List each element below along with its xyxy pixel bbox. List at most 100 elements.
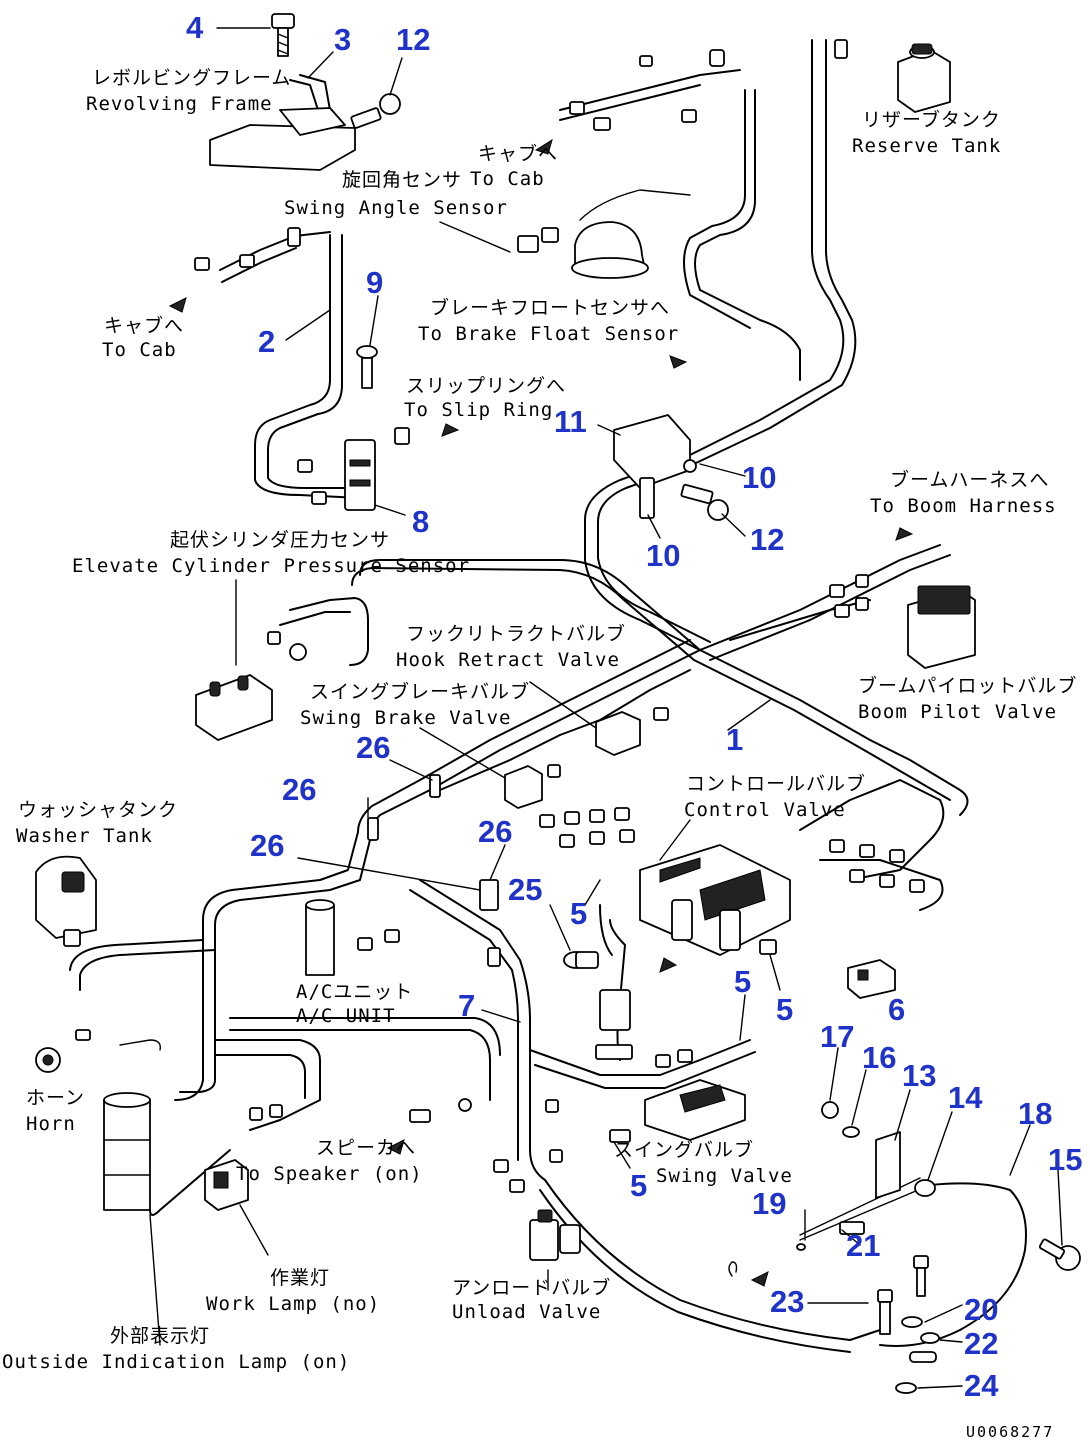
callout-24: 24	[964, 1368, 999, 1403]
clamp-8-part	[297, 427, 410, 511]
callout-20: 20	[964, 1292, 998, 1327]
horn-jp: ホーン	[26, 1087, 85, 1109]
callout-16: 16	[862, 1040, 896, 1075]
unload-valve-jp: アンロードバルブ	[452, 1276, 611, 1299]
bolt-12-part	[350, 93, 401, 129]
elevate-jp: 起伏シリンダ圧力センサ	[170, 529, 390, 551]
callout-11: 11	[554, 404, 587, 439]
callout-15: 15	[1048, 1142, 1082, 1177]
elevate-en: Elevate Cylinder Pressure Sensor	[72, 555, 470, 577]
text-labels: レボルビングフレーム Revolving Frame キャブへ To Cab リ…	[2, 67, 1077, 1441]
hook-retract-en: Hook Retract Valve	[396, 649, 620, 671]
work-lamp-part	[204, 1104, 283, 1211]
swing-brake-jp: スイングブレーキバルブ	[310, 680, 530, 703]
revolving-frame-en: Revolving Frame	[86, 93, 273, 115]
callout-8: 8	[412, 504, 429, 539]
callout-9: 9	[366, 265, 383, 300]
washer-tank-jp: ウォッシャタンク	[18, 799, 178, 821]
brake-float-en: To Brake Float Sensor	[418, 323, 679, 345]
callout-12-right: 12	[750, 522, 784, 557]
callout-21: 21	[846, 1228, 880, 1263]
clamps-26-part	[367, 774, 501, 967]
work-lamp-en: Work Lamp (no)	[206, 1293, 380, 1315]
callout-7: 7	[458, 988, 475, 1023]
drawing-code: U0068277	[966, 1423, 1054, 1441]
outside-lamp-en: Outside Indication Lamp (on)	[2, 1351, 350, 1373]
plug-25-part	[563, 951, 599, 969]
speaker-en: To Speaker (on)	[236, 1163, 423, 1185]
callout-26-d: 26	[250, 828, 284, 863]
callout-5-b: 5	[734, 964, 751, 999]
reserve-tank-jp: リザーブタンク	[862, 108, 1001, 131]
reserve-tank-en: Reserve Tank	[852, 135, 1001, 157]
callout-numbers: 4 3 12 2 9 8 11 10 12 10 1 26 26 26 26 2…	[186, 10, 1082, 1403]
control-valve-jp: コントロールバルブ	[686, 772, 866, 795]
hook-retract-jp: フックリトラクトバルブ	[406, 622, 626, 645]
outside-lamp-jp: 外部表示灯	[110, 1325, 210, 1347]
swing-angle-sensor-part	[517, 221, 649, 279]
speaker-jp: スピーカへ	[316, 1137, 416, 1159]
unload-valve-part	[493, 1099, 581, 1261]
callout-5-c: 5	[776, 992, 793, 1027]
callout-19: 19	[752, 1186, 786, 1221]
swing-angle-en: Swing Angle Sensor	[284, 197, 508, 219]
bracket-11-part	[613, 414, 691, 519]
boom-harness-jp: ブームハーネスへ	[890, 468, 1049, 491]
to-cab-top-jp: キャブへ	[478, 142, 558, 165]
swing-brake-valve-part	[504, 764, 561, 809]
callout-10-lower: 10	[646, 538, 680, 573]
ac-unit-en: A/C UNIT	[296, 1005, 396, 1027]
slip-ring-en: To Slip Ring	[404, 399, 553, 421]
speaker-connector-part	[409, 1098, 472, 1123]
callout-4: 4	[186, 10, 204, 45]
callout-3: 3	[334, 22, 351, 57]
bolt-4-part	[271, 13, 295, 57]
revolving-frame-jp: レボルビングフレーム	[92, 67, 291, 89]
boom-pilot-en: Boom Pilot Valve	[858, 701, 1057, 723]
washer-tank-part	[35, 855, 97, 947]
boom-harness-en: To Boom Harness	[870, 495, 1057, 517]
ac-unit-jp: A/Cユニット	[296, 981, 413, 1003]
work-lamp-jp: 作業灯	[270, 1267, 330, 1289]
swing-angle-jp: 旋回角センサ	[342, 169, 462, 191]
control-valve-part	[539, 807, 925, 956]
arrows	[168, 138, 914, 1287]
slip-ring-jp: スリップリングへ	[406, 375, 566, 397]
callout-5-a: 5	[570, 896, 587, 931]
boom-pilot-jp: ブームパイロットバルブ	[858, 674, 1077, 697]
callout-26-a: 26	[356, 730, 390, 765]
callout-18: 18	[1018, 1096, 1052, 1131]
clamp-7-part	[595, 989, 633, 1060]
callout-5-d: 5	[630, 1168, 647, 1203]
boom-pilot-valve-part	[829, 574, 976, 669]
callout-25: 25	[508, 872, 542, 907]
cab-connectors	[194, 39, 848, 271]
horn-part	[35, 1029, 161, 1073]
callout-26-c: 26	[478, 814, 512, 849]
callout-6: 6	[888, 992, 905, 1027]
brake-float-jp: ブレーキフロートセンサへ	[430, 296, 670, 319]
callout-17: 17	[820, 1019, 854, 1054]
to-cab-top-en: To Cab	[470, 168, 545, 190]
swing-brake-en: Swing Brake Valve	[300, 707, 511, 729]
outside-lamp-part	[103, 1092, 151, 1211]
callout-23: 23	[770, 1284, 804, 1319]
callout-12-top: 12	[396, 22, 430, 57]
control-valve-en: Control Valve	[684, 799, 846, 821]
callout-10-right: 10	[742, 460, 776, 495]
leader-lines	[149, 27, 1063, 1389]
reserve-tank-part	[897, 43, 951, 113]
hardware-13-24-part	[728, 1101, 1081, 1394]
unload-valve-en: Unload Valve	[452, 1301, 601, 1323]
revolving-frame-part	[209, 107, 356, 171]
callout-14: 14	[948, 1080, 983, 1115]
swing-valve-en: Swing Valve	[656, 1165, 793, 1187]
to-cab-left-en: To Cab	[102, 339, 177, 361]
bolt-9-part	[356, 345, 378, 389]
callout-26-b: 26	[282, 772, 316, 807]
ac-unit-part	[305, 899, 400, 976]
washer-tank-en: Washer Tank	[16, 825, 153, 847]
elevate-sensor-part	[195, 631, 307, 741]
